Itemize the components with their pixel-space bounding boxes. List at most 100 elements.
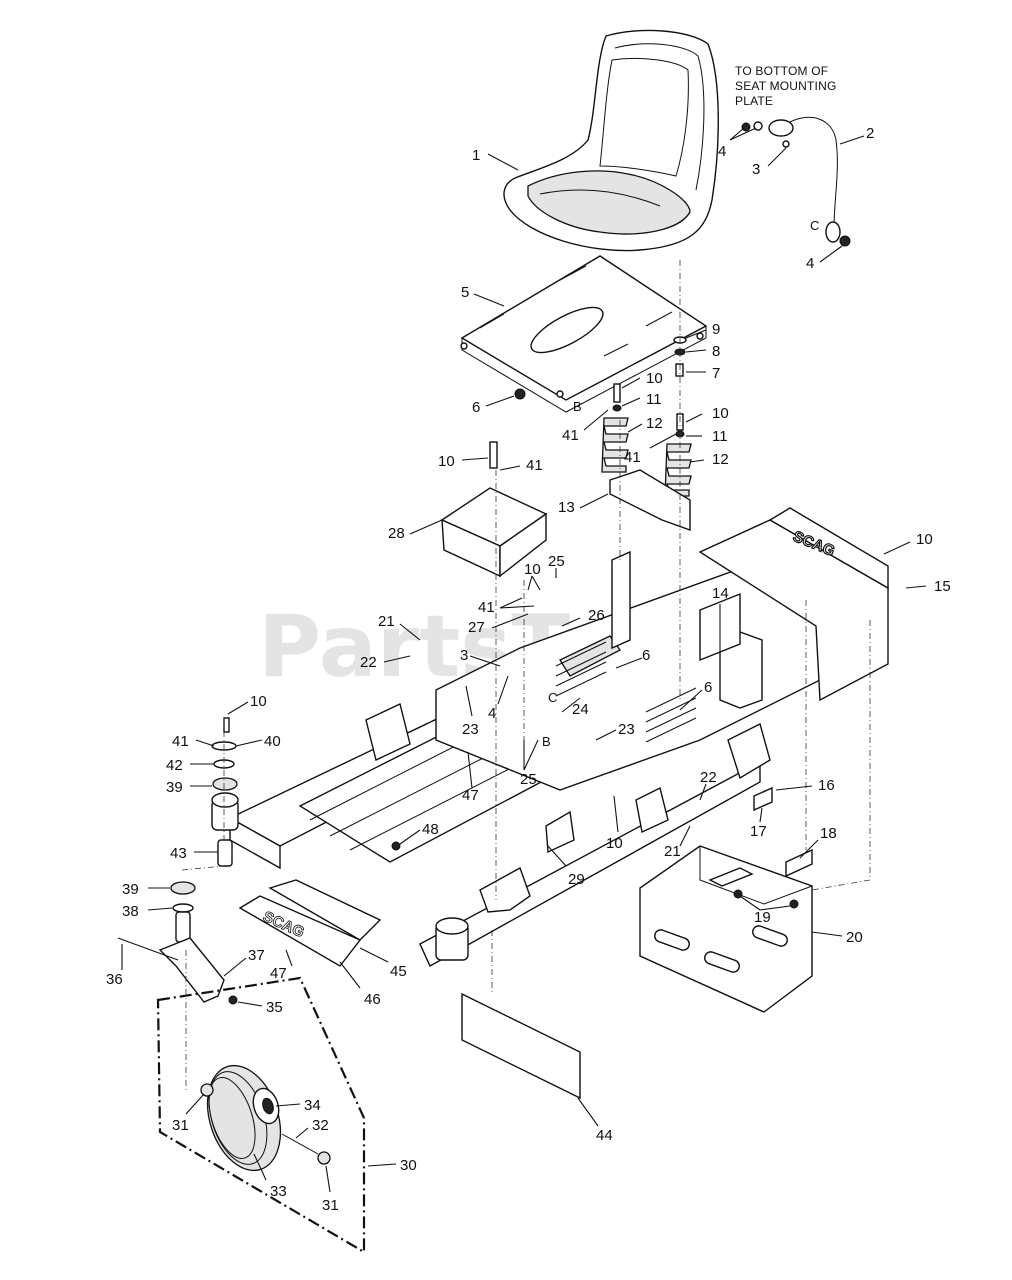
callout: 23 [462,721,479,738]
callout: 22 [700,769,717,786]
callout: 47 [270,965,287,982]
callout: 2 [866,125,874,142]
callout: 6 [704,679,712,696]
callout: 35 [266,999,283,1016]
callout: 10 [250,693,267,710]
seat [503,29,719,252]
caster-fork [117,911,238,1005]
callout: 30 [400,1157,417,1174]
callout: 48 [422,821,439,838]
callout: 41 [562,427,579,444]
callout: 10 [438,453,455,470]
callout: 10 [916,531,933,548]
ref-letter-c: C [810,218,819,233]
callout: 40 [264,733,281,750]
callout-numbers: 1 2 3 4 4 5 6 7 8 9 10 11 41 12 10 11 41… [106,125,951,1214]
callout: 17 [750,823,767,840]
callout: 45 [390,963,407,980]
callout: 41 [526,457,543,474]
callout: 46 [364,991,381,1008]
callout: 11 [712,428,728,445]
callout: 26 [588,607,605,624]
spring-right [664,413,692,497]
callout: 12 [712,451,729,468]
callout: 4 [488,705,496,722]
callout: 10 [712,405,729,422]
callout: 25 [520,771,537,788]
callout: 18 [820,825,837,842]
callout: 10 [646,370,663,387]
ref-letter-c: C [548,690,557,705]
callout: 3 [752,161,760,178]
callout: 36 [106,971,123,988]
callout: 41 [172,733,189,750]
callout: 5 [461,284,469,301]
callout: 24 [572,701,589,718]
bottom-panel [461,992,581,1100]
callout: 42 [166,757,183,774]
callout: 39 [122,881,139,898]
callout: 29 [568,871,585,888]
callout: 27 [468,619,485,636]
storage-tray [440,441,548,578]
callout: 8 [712,343,720,360]
seat-mounting-plate [460,255,708,413]
callout: 37 [248,947,265,964]
callout: 32 [312,1117,329,1134]
callout: 47 [462,787,479,804]
callout: 16 [818,777,835,794]
callout: 34 [304,1097,321,1114]
callout: 21 [664,843,681,860]
callout: 39 [166,779,183,796]
callout: 6 [642,647,650,664]
callout: 13 [558,499,575,516]
callout: 3 [460,647,468,664]
callout: 20 [846,929,863,946]
main-frame: SCAG [211,507,889,967]
note-line3: PLATE [735,94,773,108]
callout: 15 [934,578,951,595]
callout: 41 [624,449,641,466]
callout: 7 [712,365,720,382]
leader-lines [121,127,927,1193]
callout: 43 [170,845,187,862]
callout: 12 [646,415,663,432]
seat-switch-wire [741,116,851,247]
callout: 22 [360,654,377,671]
bolt-7 [675,363,684,377]
spring-left [601,383,629,473]
callout: 31 [172,1117,189,1134]
bracket-17 [753,786,773,812]
ref-letter-b: B [542,734,551,749]
callout: 33 [270,1183,287,1200]
callout: 4 [806,255,814,272]
note-line1: TO BOTTOM OF [735,64,828,78]
callout: 6 [472,399,480,416]
callout: 4 [718,143,726,160]
ref-letter-b: B [573,399,582,414]
callout: 28 [388,525,405,542]
callout: 21 [378,613,395,630]
callout: 1 [472,147,480,164]
callout: 14 [712,585,729,602]
side-guard [639,845,813,1013]
callout: 19 [754,909,771,926]
caster-wheel [200,1064,331,1172]
callout: 38 [122,903,139,920]
callout: 41 [478,599,495,616]
callout: 23 [618,721,635,738]
callout: 44 [596,1127,613,1144]
nut-6 [514,388,526,400]
callout: 10 [524,561,541,578]
callout: 9 [712,321,720,338]
bracket-18 [785,848,813,878]
callout: 10 [606,835,623,852]
wheel-assembly-box [156,976,366,1254]
callout: 11 [646,391,662,408]
seat-note: TO BOTTOM OF SEAT MOUNTING PLATE [735,64,837,108]
note-line2: SEAT MOUNTING [735,79,837,93]
callout: 31 [322,1197,339,1214]
spring-bracket [609,469,691,531]
callout: 25 [548,553,565,570]
